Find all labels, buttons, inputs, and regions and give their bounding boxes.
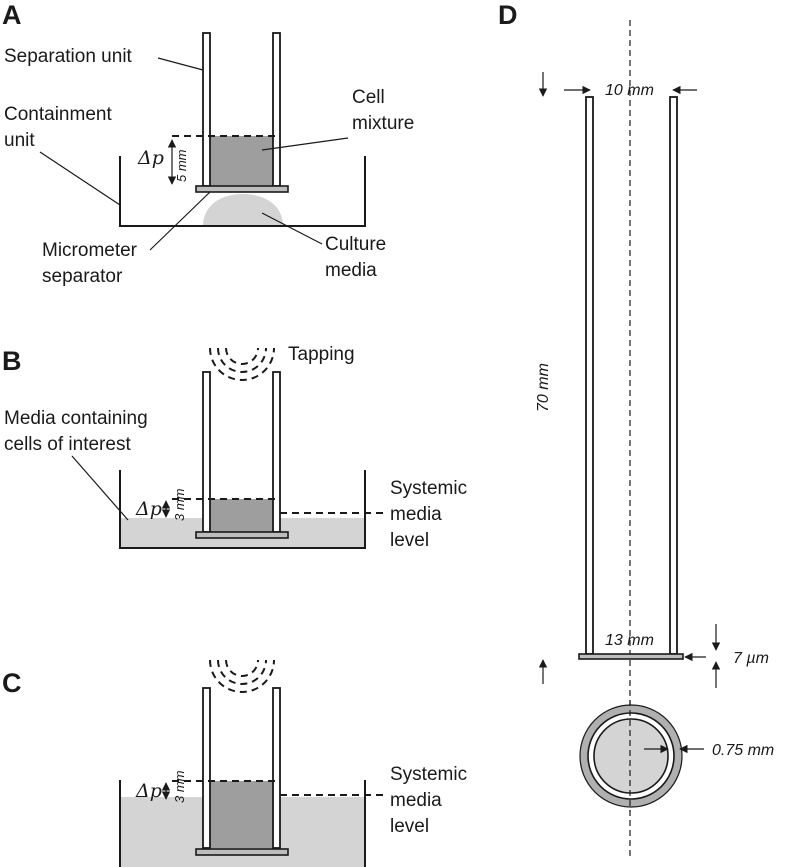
systemic-label-3: level [390,816,429,837]
cell-mixture-label-2: mixture [352,113,414,134]
separation-unit-right-wall [272,371,281,533]
cross-section-inner [593,718,669,794]
wall-thickness-label: 0.75 mm [712,742,774,759]
separation-unit-right-wall [272,687,281,849]
cell-mixture-label-1: Cell [352,87,385,108]
cell-mixture-leader [261,137,349,151]
panel-a: A Δp 5 mm Separation unit Containment un… [2,0,414,287]
systemic-label-2: media [390,504,442,525]
tapping-label: Tapping [288,344,355,365]
culture-media-label-2: media [325,260,377,281]
delta-p-label: Δp [135,780,162,802]
tube-right-wall [669,96,678,655]
separation-unit-label: Separation unit [4,46,133,67]
culture-media-leader [261,212,323,245]
panel-c-letter: C [2,668,22,698]
containment-unit-leader [39,151,121,206]
containment-unit-label-1: Containment [4,104,112,125]
separation-unit-right-wall [272,32,281,187]
height-label: 3 mm [172,488,187,521]
culture-media-drop [203,194,283,226]
systemic-label-3: level [390,530,429,551]
separation-unit-left-wall [202,687,211,849]
media-leader [71,455,129,521]
delta-p-label: Δp [135,498,162,520]
height-label: 5 mm [174,149,189,182]
systemic-label-2: media [390,790,442,811]
tapping-arc-outer [209,347,275,381]
tube-left-wall [585,96,594,655]
cell-mixture-fill [210,781,273,848]
micrometer-separator-label-2: separator [42,266,123,287]
separation-unit-left-wall [202,32,211,187]
panel-b-letter: B [2,346,22,376]
tapping-arc-inner [225,659,259,677]
panel-c: C Δp 3 mm Systemic media level [2,659,467,867]
containment-dish [119,470,366,549]
cell-mixture-fill [210,136,273,186]
containment-unit-label-2: unit [4,130,35,151]
tapping-arc-outer [209,659,275,693]
micrometer-separator-leader [149,191,211,251]
membrane-thickness-label: 7 µm [733,650,769,667]
tapping-arc-middle [217,659,267,685]
cell-mixture-fill [210,499,273,532]
delta-p-label: Δp [137,147,164,169]
tapping-arc-middle [217,347,267,373]
systemic-label-1: Systemic [390,478,467,499]
bottom-width-label: 13 mm [605,632,654,649]
height-label: 3 mm [172,770,187,803]
micrometer-membrane [195,848,289,856]
panel-d-letter: D [498,0,518,30]
media-label-1: Media containing [4,408,148,429]
length-label: 70 mm [535,363,552,412]
membrane-base [578,653,684,660]
media-label-2: cells of interest [4,434,131,455]
tapping-arc-inner [225,347,259,365]
panel-d: D 10 mm 70 mm 13 mm 7 µm 0.75 mm [498,0,774,860]
culture-media-label-1: Culture [325,234,386,255]
separation-unit-leader [157,57,204,71]
containment-dish [119,156,366,227]
micrometer-membrane [195,185,289,193]
panel-b: B Tapping Δp 3 mm Media containing cells… [2,344,467,551]
separation-unit-left-wall [202,371,211,533]
micrometer-separator-label-1: Micrometer [42,240,138,261]
panel-a-letter: A [2,0,22,30]
systemic-label-1: Systemic [390,764,467,785]
micrometer-membrane [195,531,289,539]
top-width-label: 10 mm [605,82,654,99]
